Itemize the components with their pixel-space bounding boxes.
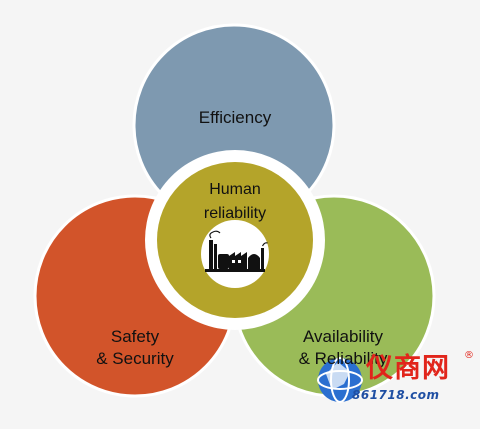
label-efficiency-text: Efficiency (198, 108, 272, 127)
watermark-registered-mark: ® (464, 350, 474, 361)
label-availability-reliability: Availability & Reliability (268, 326, 418, 370)
label-avail-line1: Availability (302, 327, 383, 346)
label-safety-security: Safety & Security (70, 326, 200, 370)
label-human-reliability: Human reliability (180, 178, 290, 226)
watermark: 仪商网 ® 861718.com (316, 350, 476, 412)
factory-icon (205, 230, 268, 272)
globe-logo-icon (317, 357, 363, 403)
label-avail-line2: & Reliability (298, 349, 388, 368)
label-human-line2: reliability (203, 205, 267, 222)
watermark-url: 861718.com (352, 388, 440, 402)
label-human-line1: Human (209, 181, 261, 198)
label-safety-line2: & Security (96, 349, 174, 368)
watermark-name: 仪商网 (366, 353, 450, 384)
label-safety-line1: Safety (110, 327, 160, 346)
label-efficiency: Efficiency (175, 107, 295, 129)
